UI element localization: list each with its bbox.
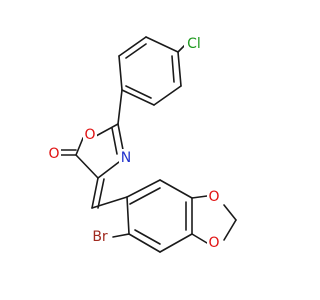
bond [223,204,237,221]
bond [191,233,208,244]
nitrogen-label: N [121,150,131,166]
bond [91,177,99,209]
bond [171,55,175,83]
bond [125,85,152,99]
bond [97,161,120,179]
bond [145,36,179,53]
bond [75,137,84,156]
bond [118,55,123,91]
bond [177,51,182,87]
bond [121,89,155,106]
bond [191,195,208,199]
atom-labels: Cl N O O O O Br [47,36,221,251]
bond [112,233,130,238]
bond [118,36,147,57]
ring-oxygen-label: O [84,127,95,143]
carbonyl-oxygen-label: O [48,146,59,162]
bond [91,196,128,209]
methylidene-linker [91,177,128,209]
chlorine-label: Cl [187,36,201,52]
chlorophenyl-ring [118,36,187,106]
bond [129,187,161,205]
dioxole-oxygen-top-label: O [208,189,219,205]
bond [126,196,130,235]
bond [97,178,105,209]
bond [134,229,161,245]
bond [95,123,119,137]
bond [111,127,118,155]
bond [159,179,193,199]
bond [75,154,99,179]
bromine-label: Br [92,229,108,245]
oxazolone-ring [59,89,125,179]
bond [126,179,161,198]
bond [153,85,182,106]
bond [223,219,237,241]
bond [159,233,193,253]
bond [125,43,147,59]
bond [117,89,123,125]
bond [128,233,161,253]
benzodioxole-ring [112,179,237,253]
molecule-structure: Cl N O O O O Br [47,36,237,253]
dioxole-oxygen-bottom-label: O [208,235,219,251]
